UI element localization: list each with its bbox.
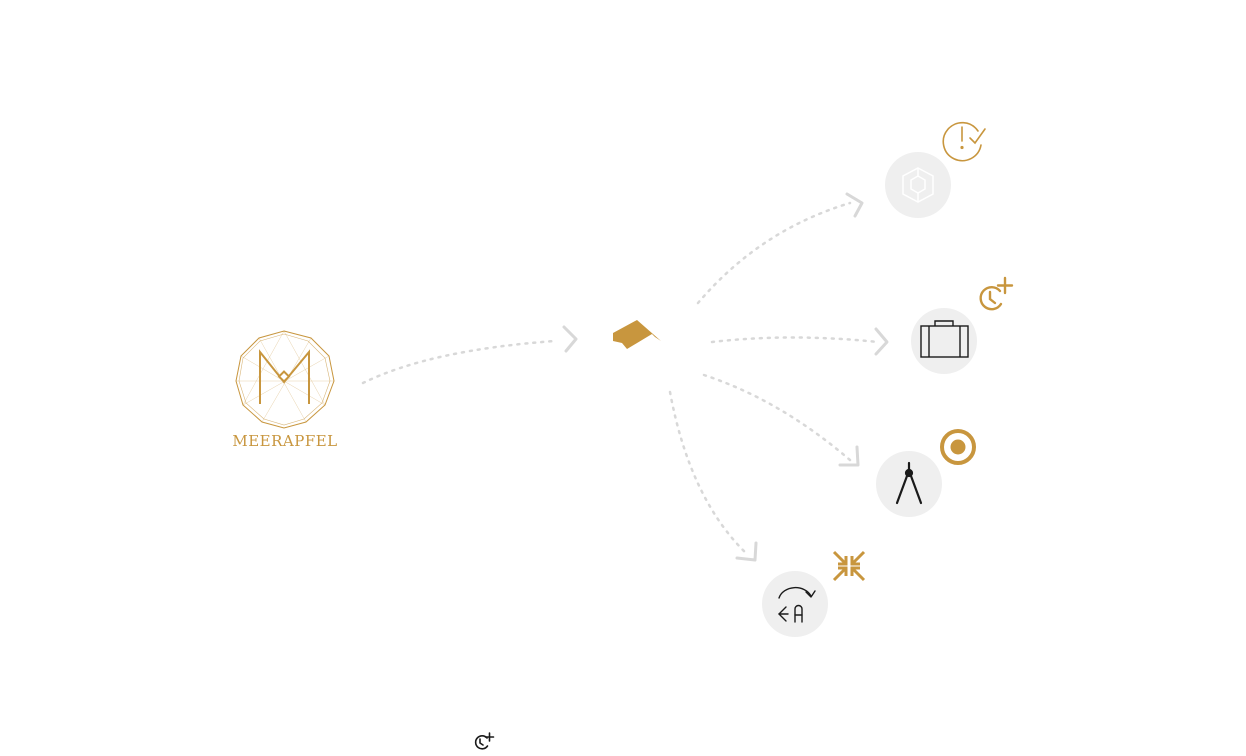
arrowheads (562, 192, 889, 562)
graduation-cap-icon (613, 320, 661, 349)
suitcase-icon (920, 320, 969, 358)
connector-hub-to-node-2 (710, 336, 880, 344)
node-1-circle (885, 152, 951, 218)
arrowhead-to-hub (562, 325, 578, 353)
architecture-compass-icon (895, 461, 923, 505)
clock-alert-check-icon (942, 121, 986, 162)
logo-wordmark: MEERAPFEL (232, 432, 337, 450)
logo-frame-inner (238, 333, 331, 426)
connector-hub-to-node-1 (696, 201, 852, 305)
meerapfel-logo: MEERAPFEL (232, 330, 337, 450)
arrowhead-to-node-4 (735, 541, 758, 562)
logo-monogram (259, 349, 310, 404)
more-time-icon (979, 276, 1014, 311)
footer-more-time-icon (474, 732, 495, 750)
connectors (361, 201, 880, 557)
node-3-circle (876, 451, 942, 517)
connector-logo-to-hub (361, 339, 557, 385)
arrowhead-to-node-2 (874, 327, 889, 356)
node-1[interactable] (885, 152, 951, 218)
cube-icon (902, 167, 934, 203)
arrowhead-to-node-3 (838, 445, 860, 467)
radio-target-icon (940, 429, 976, 465)
node-2[interactable] (911, 308, 977, 374)
refresh-a-icon (778, 586, 816, 623)
connector-hub-to-node-4 (668, 390, 750, 557)
arrowhead-to-node-1 (845, 192, 864, 218)
node-3[interactable] (876, 451, 942, 517)
node-4[interactable] (762, 571, 828, 637)
collapse-arrows-icon (832, 550, 866, 582)
connector-hub-to-node-3 (702, 373, 852, 462)
node-4-circle (762, 571, 828, 637)
